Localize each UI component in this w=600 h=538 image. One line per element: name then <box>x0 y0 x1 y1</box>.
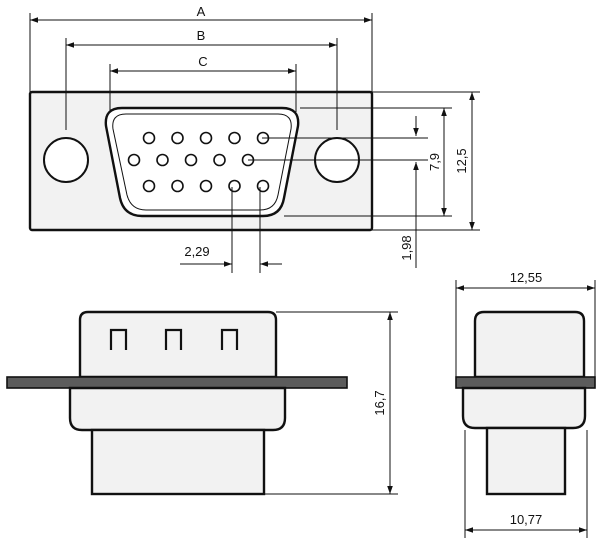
dimension-a-label: A <box>197 4 206 19</box>
dimension-row-offset: 1,98 <box>248 116 428 268</box>
dimension-end-bottom-width: 10,77 <box>464 430 588 538</box>
dimension-row-offset-label: 1,98 <box>399 235 414 260</box>
dimension-height-front: 12,5 <box>372 91 480 231</box>
side-lower-shell <box>68 386 287 432</box>
pin-row2-2 <box>156 153 169 167</box>
dimension-side-height-label: 16,7 <box>372 390 387 415</box>
dimension-pin-pitch-label: 2,29 <box>184 244 209 259</box>
pin-row1-1 <box>142 131 156 145</box>
front-view: A B C 12,5 7,9 <box>28 4 480 273</box>
end-upper-shell <box>473 310 586 379</box>
end-view: 12,55 10,77 <box>455 270 596 538</box>
side-tail <box>90 428 266 496</box>
dimension-b: B <box>65 28 338 130</box>
contact-slots <box>109 328 239 350</box>
end-tail <box>485 426 567 496</box>
side-upper-shell <box>78 310 278 379</box>
dimension-c: C <box>109 54 297 112</box>
dimension-pin-row-span: 7,9 <box>284 107 452 217</box>
left-mounting-hole <box>43 137 89 183</box>
pin-row2-3 <box>184 153 198 167</box>
dimension-a: A <box>29 4 373 92</box>
pin-row3-3 <box>199 179 213 193</box>
dimension-end-top-width-label: 12,55 <box>510 270 543 285</box>
pin-row2-1 <box>127 153 141 167</box>
dimension-pin-row-span-label: 7,9 <box>427 153 442 171</box>
pin-row3-2 <box>171 179 184 193</box>
dimension-pin-pitch: 2,29 <box>180 187 282 273</box>
pin-row1-2 <box>171 131 184 145</box>
dimension-height-front-label: 12,5 <box>454 148 469 173</box>
end-flange <box>455 376 596 389</box>
pin-row1-4 <box>228 131 241 145</box>
dimension-side-height: 16,7 <box>264 311 398 495</box>
pin-row3-1 <box>142 179 156 193</box>
side-flange <box>6 376 348 389</box>
side-view: 16,7 <box>6 310 398 496</box>
pin-row2-4 <box>213 153 226 167</box>
end-lower-shell <box>461 386 587 430</box>
dimension-b-label: B <box>197 28 206 43</box>
pin-row3-5 <box>256 179 270 193</box>
dimension-end-bottom-width-label: 10,77 <box>510 512 543 527</box>
pin-row3-4 <box>228 179 241 193</box>
dimension-c-label: C <box>198 54 207 69</box>
pin-row1-3 <box>199 131 213 145</box>
dimension-end-top-width: 12,55 <box>455 270 596 377</box>
